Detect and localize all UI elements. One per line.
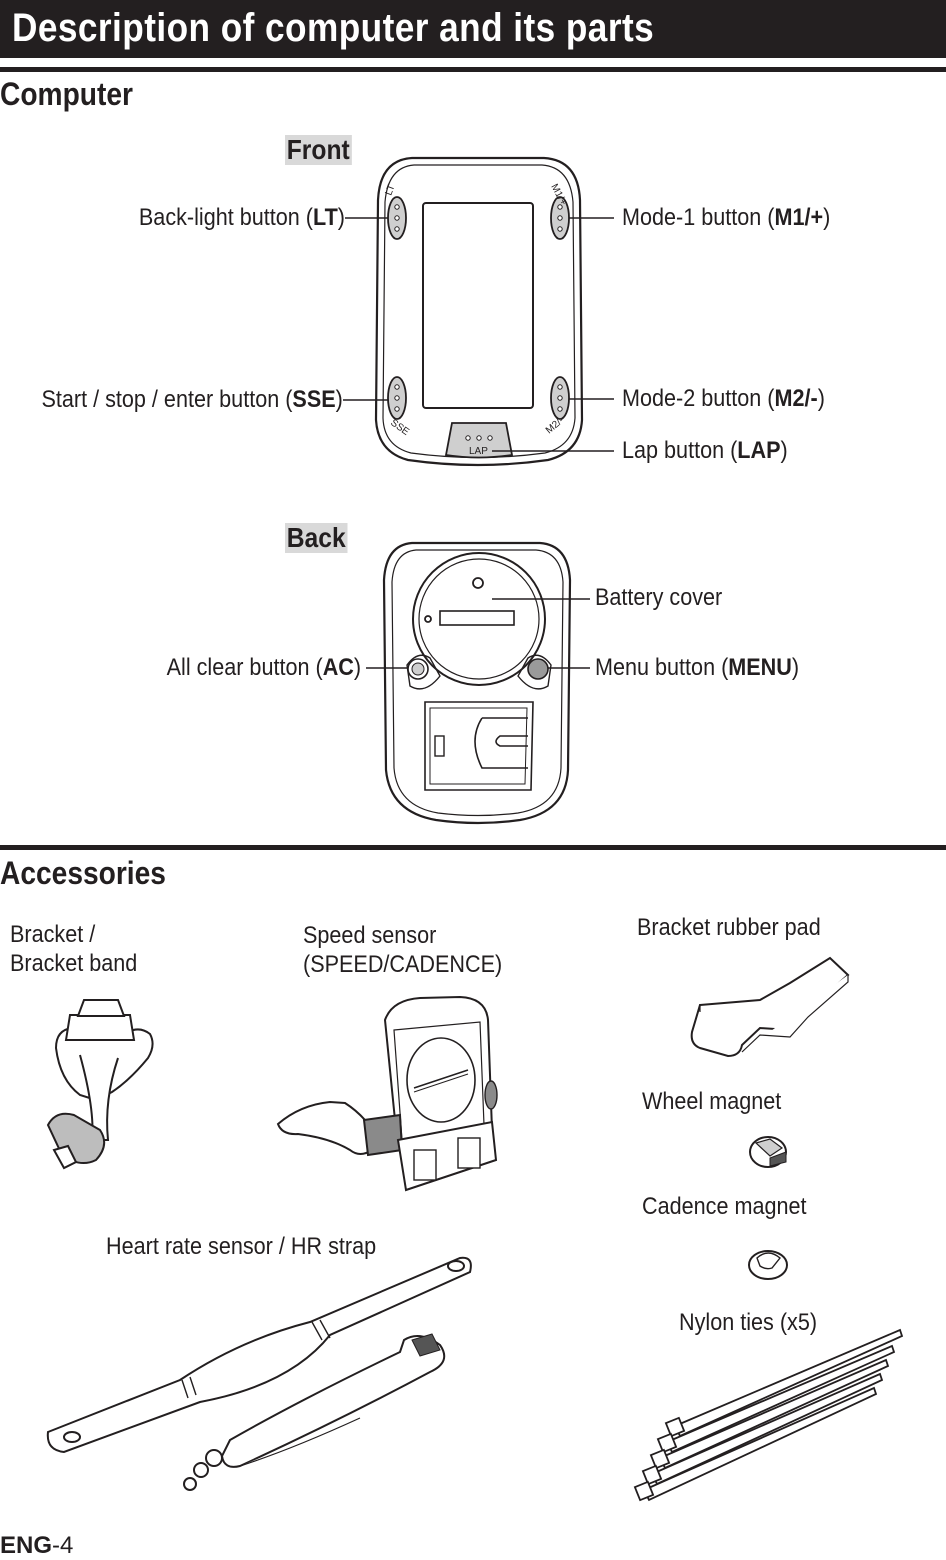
section-divider-top [0, 67, 946, 72]
section-divider-accessories [0, 845, 946, 850]
mode2-button-label: Mode-2 button (M2/-) [622, 385, 825, 412]
cadence-magnet-illustration [748, 1250, 788, 1280]
nylon-ties-label: Nylon ties (x5) [679, 1309, 818, 1336]
lt-mark: LT [383, 183, 397, 197]
mode1-button-label: Mode-1 button (M1/+) [622, 204, 831, 231]
front-subheading: Front [285, 134, 352, 165]
back-subheading: Back [285, 522, 348, 553]
heart-rate-label: Heart rate sensor / HR strap [106, 1233, 377, 1260]
battery-cover-label: Battery cover [595, 584, 723, 611]
bracket-label: Bracket / Bracket band [10, 921, 138, 977]
start-stop-button-label: Start / stop / enter button (SSE) [41, 386, 343, 413]
front-leader-lines [343, 217, 614, 452]
back-device-illustration [382, 541, 572, 825]
speed-sensor-illustration [276, 995, 498, 1192]
speed-sensor-label: Speed sensor (SPEED/CADENCE) [303, 922, 503, 978]
lap-mark: LAP [469, 446, 488, 457]
wheel-magnet-label: Wheel magnet [642, 1088, 782, 1115]
front-device-illustration [374, 156, 584, 467]
nylon-ties-illustration [633, 1328, 904, 1502]
back-leader-lines [366, 598, 590, 669]
accessories-heading: Accessories [0, 855, 166, 891]
all-clear-button-label: All clear button (AC) [166, 654, 361, 681]
computer-heading: Computer [0, 76, 133, 112]
heart-rate-strap-illustration [46, 1256, 472, 1491]
rubber-pad-illustration [690, 956, 850, 1058]
backlight-button-label: Back-light button (LT) [138, 204, 345, 231]
rubber-pad-label: Bracket rubber pad [637, 914, 821, 941]
wheel-magnet-illustration [749, 1136, 787, 1168]
bracket-illustration [46, 999, 154, 1170]
page-number: ENG-4 [0, 1532, 74, 1559]
menu-button-label: Menu button (MENU) [595, 654, 800, 681]
page-title: Description of computer and its parts [12, 6, 655, 50]
lap-button-label: Lap button (LAP) [622, 437, 788, 464]
cadence-magnet-label: Cadence magnet [642, 1193, 807, 1220]
title-bar: Description of computer and its parts [0, 0, 946, 58]
